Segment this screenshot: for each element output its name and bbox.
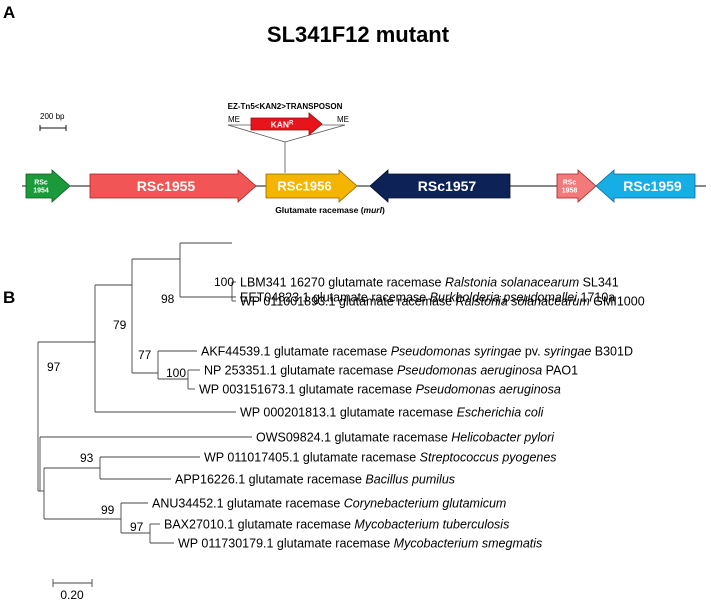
kan-label: KANR [271, 120, 294, 130]
gene-label-rsc1957: RSc1957 [418, 178, 477, 194]
gene-label-rsc1959: RSc1959 [623, 178, 682, 194]
leaf-label-8: WP 011017405.1 glutamate racemase Strept… [204, 451, 557, 465]
leaf-label-2: EET04823.1 glutamate racemase Burkholder… [240, 291, 615, 305]
bootstrap-100-a: 100 [214, 275, 234, 289]
transposon-insertion: EZ-Tn5<KAN2>TRANSPOSON ME ME KANR [228, 102, 349, 173]
bootstrap-93: 93 [80, 451, 94, 465]
bootstrap-97-b: 97 [130, 520, 144, 534]
panel-a-label: A [3, 3, 15, 22]
gene-arrow-rsc1956 [265, 169, 358, 203]
leaf-label-5: WP 003151673.1 glutamate racemase Pseudo… [199, 383, 561, 397]
gene-arrow-rsc1959 [595, 169, 696, 203]
leaf-label-11: BAX27010.1 glutamate racemase Mycobacter… [164, 518, 509, 532]
bootstrap-97-a: 97 [47, 360, 61, 374]
me-left-label: ME [228, 115, 240, 124]
leaf-labels: LBM341 16270 glutamate racemase Ralstoni… [152, 276, 645, 551]
gene-annotation: Glutamate racemase (murI) [275, 205, 385, 215]
phylogenetic-tree [37, 242, 252, 544]
leaf-label-6: WP 000201813.1 glutamate racemase Escher… [240, 406, 545, 420]
leaf-label-1: WP 011001893.1 glutamate racemase Ralsto… [240, 295, 645, 309]
bootstrap-100-b: 100 [166, 366, 186, 380]
leaf-label-3: AKF44539.1 glutamate racemase Pseudomona… [201, 345, 633, 359]
leaf-label-12: WP 011730179.1 glutamate racemase Mycoba… [178, 537, 542, 551]
bootstrap-values: 100 98 77 100 79 97 93 97 99 [47, 275, 234, 534]
kan-resistance-arrow [250, 112, 323, 136]
transposon-label: EZ-Tn5<KAN2>TRANSPOSON [228, 102, 343, 111]
bp-scale-label: 200 bp [40, 112, 65, 121]
figure-title: SL341F12 mutant [267, 22, 450, 47]
tree-scale-label: 0.20 [60, 588, 84, 602]
bootstrap-79: 79 [113, 318, 127, 332]
gene-arrow-rsc1958 [556, 169, 597, 203]
gene-arrow-rsc1957 [369, 169, 511, 203]
gene-label-rsc1955: RSc1955 [137, 178, 196, 194]
leaf-label-9: APP16226.1 glutamate racemase Bacillus p… [175, 473, 455, 487]
me-right-label: ME [337, 115, 349, 124]
gene-arrow-rsc1954 [25, 169, 71, 203]
leaf-label-0: LBM341 16270 glutamate racemase Ralstoni… [240, 276, 619, 290]
panel-b-label: B [3, 288, 15, 307]
bp-scale-bar: 200 bp [39, 112, 67, 131]
bootstrap-99: 99 [101, 503, 115, 517]
leaf-label-4: NP 253351.1 glutamate racemase Pseudomon… [204, 364, 578, 378]
leaf-label-7: OWS09824.1 glutamate racemase Helicobact… [256, 431, 555, 445]
gene-arrow-rsc1955 [89, 169, 257, 203]
gene-label-rsc1956: RSc1956 [277, 179, 331, 194]
bootstrap-98: 98 [161, 292, 175, 306]
tree-scale-bar: 0.20 [52, 579, 93, 602]
leaf-label-10: ANU34452.1 glutamate racemase Corynebact… [152, 497, 506, 511]
bootstrap-77: 77 [138, 348, 152, 362]
